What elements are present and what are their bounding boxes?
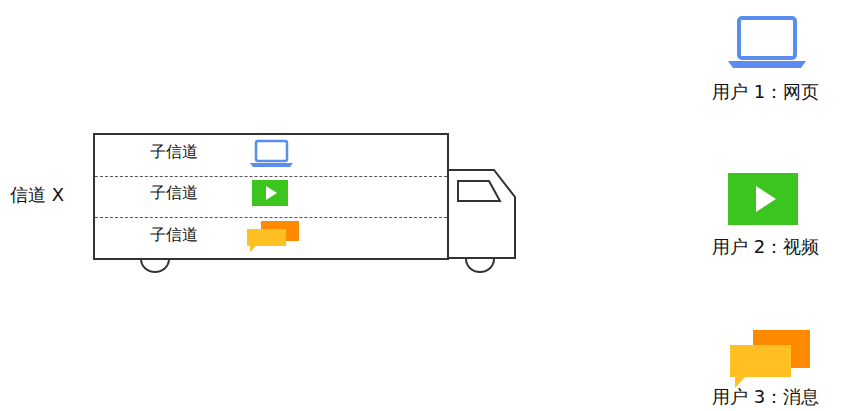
video-icon (266, 186, 277, 200)
chat-icon (247, 229, 286, 252)
subchannel-band: 子信道 (95, 217, 447, 258)
channel-box: 信道 X子信道子信道子信道 (93, 133, 449, 260)
subchannel-band: 子信道 (95, 135, 447, 176)
subchannel-label: 子信道 (150, 183, 198, 204)
video-icon (728, 173, 798, 225)
truck-wheel (141, 259, 169, 272)
subchannel-band: 子信道 (95, 176, 447, 217)
subchannel-label: 子信道 (150, 225, 198, 246)
video-icon (756, 186, 776, 212)
user-label: 用户 1：网页 (712, 80, 819, 104)
user-label: 用户 2：视频 (712, 235, 819, 259)
user-label: 用户 3：消息 (712, 385, 819, 409)
laptop-icon (739, 18, 795, 58)
chat-icon (730, 345, 791, 388)
laptop-icon (728, 61, 806, 68)
laptop-icon (256, 141, 287, 161)
subchannel-label: 子信道 (150, 142, 198, 163)
laptop-icon (250, 163, 293, 167)
video-icon (252, 180, 288, 206)
channel-label: 信道 X (10, 183, 64, 207)
truck-wheel (466, 259, 494, 272)
truck-cab (447, 170, 515, 258)
cab-window (458, 181, 500, 201)
